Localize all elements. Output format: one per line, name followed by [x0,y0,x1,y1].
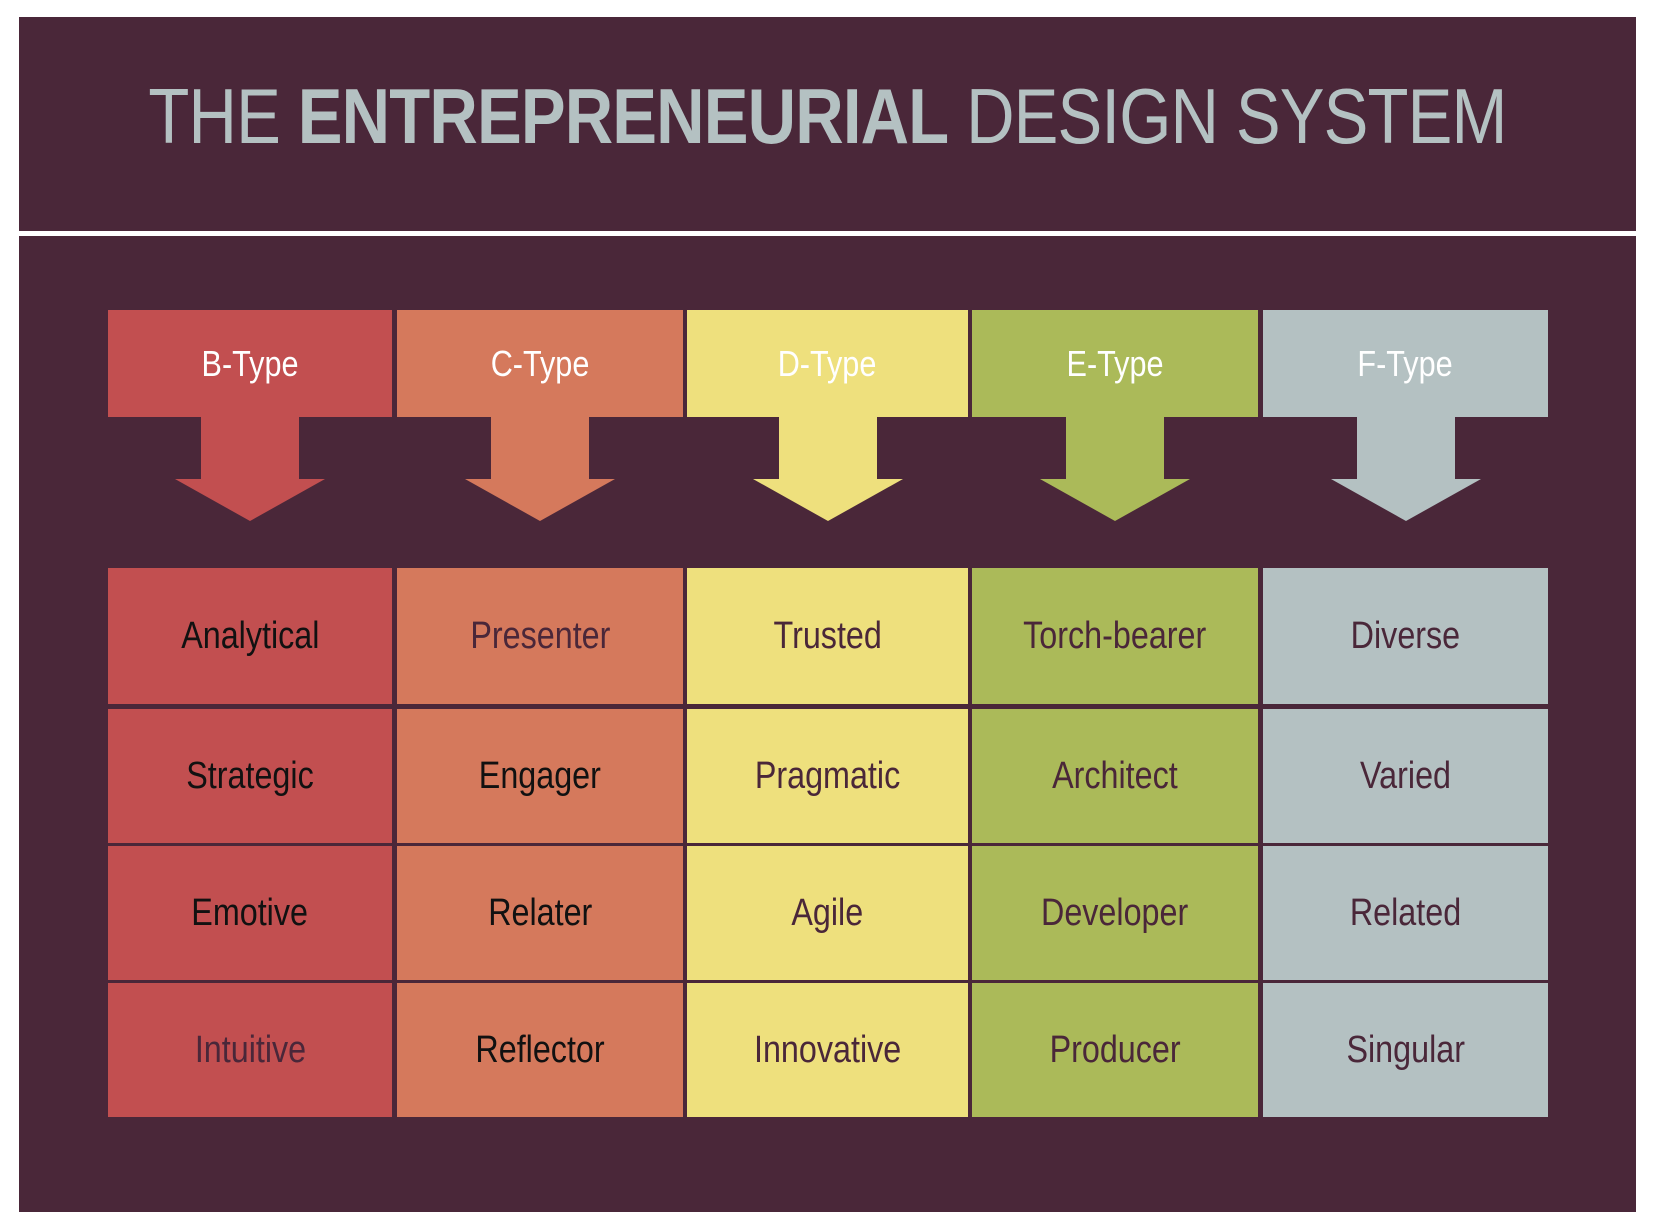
down-arrow-icon [1040,417,1190,521]
cell-relater: Relater [397,846,683,980]
cell-analytical: Analytical [108,568,392,704]
down-arrow-icon [752,417,903,521]
cell-developer: Developer [972,846,1258,980]
cell-intuitive: Intuitive [108,983,392,1117]
column-header-label: E-Type [1066,342,1164,384]
column-header-label: D-Type [778,342,877,384]
cell-innovative: Innovative [687,983,968,1117]
cell-agile: Agile [687,846,968,980]
cell-label: Diverse [1350,614,1461,657]
column-header-b-type: B-Type [108,310,392,417]
cell-label: Relater [487,891,593,934]
cell-label: Engager [478,754,602,797]
cell-producer: Producer [972,983,1258,1117]
cell-label: Singular [1346,1028,1465,1071]
column-header-f-type: F-Type [1263,310,1548,417]
cell-diverse: Diverse [1263,568,1548,704]
cell-label: Developer [1041,891,1189,934]
cell-engager: Engager [397,709,683,843]
down-arrow-icon [175,417,325,521]
cell-label: Varied [1360,754,1451,797]
column-header-label: C-Type [490,342,590,384]
cell-label: Related [1349,891,1462,934]
cell-label: Analytical [180,614,320,657]
cell-strategic: Strategic [108,709,392,843]
cell-trusted: Trusted [687,568,968,704]
cell-label: Trusted [773,614,882,657]
cell-label: Producer [1049,1028,1181,1071]
cell-label: Intuitive [194,1028,306,1071]
column-header-e-type: E-Type [972,310,1258,417]
column-header-label: B-Type [201,342,299,384]
header-panel: THE ENTREPRENEURIAL DESIGN SYSTEM [19,17,1636,231]
cell-label: Emotive [191,891,309,934]
cell-label: Agile [791,891,864,934]
cell-label: Torch-bearer [1023,614,1207,657]
title-suffix: DESIGN SYSTEM [966,72,1507,160]
cell-emotive: Emotive [108,846,392,980]
cell-pragmatic: Pragmatic [687,709,968,843]
column-header-c-type: C-Type [397,310,683,417]
cell-related: Related [1263,846,1548,980]
column-header-d-type: D-Type [687,310,968,417]
title-prefix: THE [148,72,281,160]
cell-architect: Architect [972,709,1258,843]
title-bold: ENTREPRENEURIAL [297,72,949,160]
cell-label: Innovative [753,1028,902,1071]
page-title: THE ENTREPRENEURIAL DESIGN SYSTEM [132,77,1523,155]
cell-label: Reflector [475,1028,605,1071]
cell-label: Pragmatic [754,754,901,797]
cell-label: Strategic [186,754,314,797]
cell-label: Presenter [469,614,611,657]
cell-varied: Varied [1263,709,1548,843]
down-arrow-icon [465,417,615,521]
cell-singular: Singular [1263,983,1548,1117]
down-arrow-icon [1330,417,1481,521]
cell-label: Architect [1052,754,1178,797]
cell-torch-bearer: Torch-bearer [972,568,1258,704]
cell-presenter: Presenter [397,568,683,704]
cell-reflector: Reflector [397,983,683,1117]
column-header-label: F-Type [1357,342,1454,384]
